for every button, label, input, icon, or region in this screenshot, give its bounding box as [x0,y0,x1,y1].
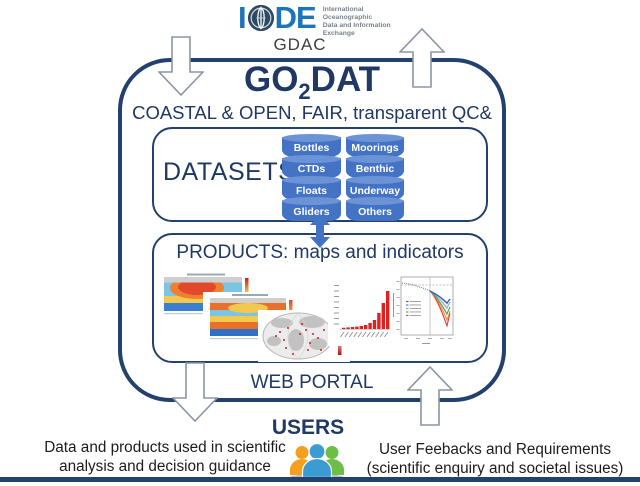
title-prefix: GO [243,60,299,99]
caption-left-line2: analysis and decision guidance [59,457,271,475]
oxygen-projection-scenarios-line-chart-thumbnail [390,271,460,351]
title-subscript: 2 [298,79,311,104]
iode-logo: I DE International Oceanographic Data an… [238,2,391,39]
dataset-label: Moorings [351,142,399,154]
dataset-cylinder-ctds: CTDs [282,154,341,179]
caption-right: User Feebacks and Requirements (scientif… [352,441,638,478]
datasets-products-double-arrow [310,214,330,248]
dataset-cylinder-others: Others [346,197,404,221]
caption-left: Data and products used in scientific ana… [2,439,328,476]
caption-left-line1: Data and products used in scientific [44,439,286,456]
iode-tagline: International Oceanographic Data and Inf… [323,6,391,39]
iode-globe-icon [247,4,274,32]
inflow-down-arrow-top-left [158,36,204,96]
caption-right-line1: User Feebacks and Requirements [378,441,612,458]
iode-tagline-line: International [322,6,364,13]
title-suffix: DAT [310,60,381,99]
dataset-cylinder-moorings: Moorings [346,133,404,157]
dataset-label: Underway [349,184,401,197]
dataset-label: Bottles [293,142,330,154]
iode-tagline-line: Oceanographic [322,14,373,22]
iode-tagline-line: Exchange [322,30,355,38]
dataset-cylinder-column-2: Moorings Benthic Underway Others [346,133,404,221]
outflow-down-arrow-bottom-left [172,362,218,422]
dataset-label: Benthic [355,163,395,176]
dataset-cylinder-underway: Underway [346,176,404,200]
inflow-up-arrow-bottom-right [407,366,453,426]
page-title: GO2DAT [118,60,506,104]
outflow-up-arrow-top-right [399,28,445,88]
iode-logo-letter-i: I [238,0,247,35]
observations-growth-bar-chart-thumbnail [328,276,392,346]
products-label: PRODUCTS: maps and indicators [176,242,464,263]
users-label: USERS [271,416,345,439]
users-group-icon [290,442,344,481]
datasets-label: DATASETS [163,158,296,186]
iode-tagline-line: Data and Information [322,22,391,30]
gdac-label: GDAC [273,35,327,54]
bottom-divider [0,477,640,482]
dataset-cylinder-floats: Floats [282,176,341,200]
web-portal-label: WEB PORTAL [250,372,374,393]
dataset-label: Floats [296,184,327,197]
dataset-cylinder-column-1: Bottles CTDs Floats Gliders [282,133,341,221]
caption-right-line2: (scientific enquiry and societal issues) [366,459,624,477]
dataset-cylinder-benthic: Benthic [346,154,404,179]
iode-logo-letters-de: DE [274,0,317,35]
dataset-cylinder-bottles: Bottles [282,133,341,157]
dataset-label: CTDs [297,163,326,176]
dataset-label: Others [358,205,392,218]
